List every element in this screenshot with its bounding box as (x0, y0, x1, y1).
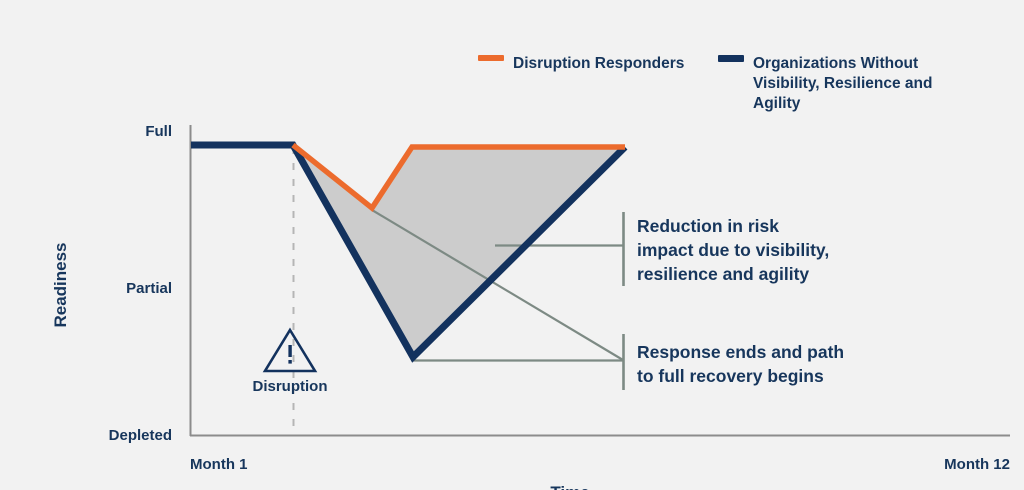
legend-label-organizations-line2: Visibility, Resilience and (753, 75, 932, 92)
annotation-response-line2: to full recovery begins (637, 366, 824, 386)
series-line-organizations-without (191, 141, 628, 363)
annotation-reduction-line2: impact due to visibility, (637, 240, 829, 260)
x-axis-title: Time (550, 483, 589, 490)
x-axis-tick-labels: Month 1 Month 12 (190, 456, 1010, 473)
annotation-reduction-line3: resilience and agility (637, 264, 809, 284)
warning-triangle-icon (262, 327, 318, 373)
chart-legend: Disruption Responders Organizations With… (478, 55, 932, 112)
chart-axes (189, 125, 1010, 437)
legend-swatch-disruption-responders (478, 55, 504, 61)
risk-reduction-shaded-area (293, 145, 625, 357)
x-tick-label-month-1: Month 1 (190, 456, 248, 473)
y-axis-title: Readiness (51, 242, 70, 327)
y-tick-label-full: Full (145, 123, 172, 140)
x-tick-label-month-12: Month 12 (944, 456, 1010, 473)
legend-label-organizations-line3: Agility (753, 95, 801, 112)
warning-exclamation-dot-icon (288, 360, 292, 364)
legend-label-disruption-responders: Disruption Responders (513, 55, 684, 72)
annotation-reduction-line1: Reduction in risk (637, 216, 779, 236)
legend-label-organizations-line1: Organizations Without (753, 55, 918, 72)
y-axis-tick-labels: Full Partial Depleted (109, 123, 172, 444)
legend-swatch-organizations-without (718, 55, 744, 62)
annotation-leader-lines (371, 209, 625, 390)
series-line-disruption-responders (291, 142, 625, 213)
leader-line-reduction-diagonal (371, 209, 624, 361)
y-tick-label-partial: Partial (126, 280, 172, 297)
y-tick-label-depleted: Depleted (109, 427, 172, 444)
disruption-event-marker: Disruption (253, 327, 328, 395)
warning-exclamation-stem-icon (288, 345, 292, 357)
annotation-reduction-in-risk: Reduction in risk impact due to visibili… (637, 216, 829, 284)
annotation-response-line1: Response ends and path (637, 342, 844, 362)
disruption-marker-label: Disruption (253, 378, 328, 395)
annotation-response-ends: Response ends and path to full recovery … (637, 342, 844, 386)
